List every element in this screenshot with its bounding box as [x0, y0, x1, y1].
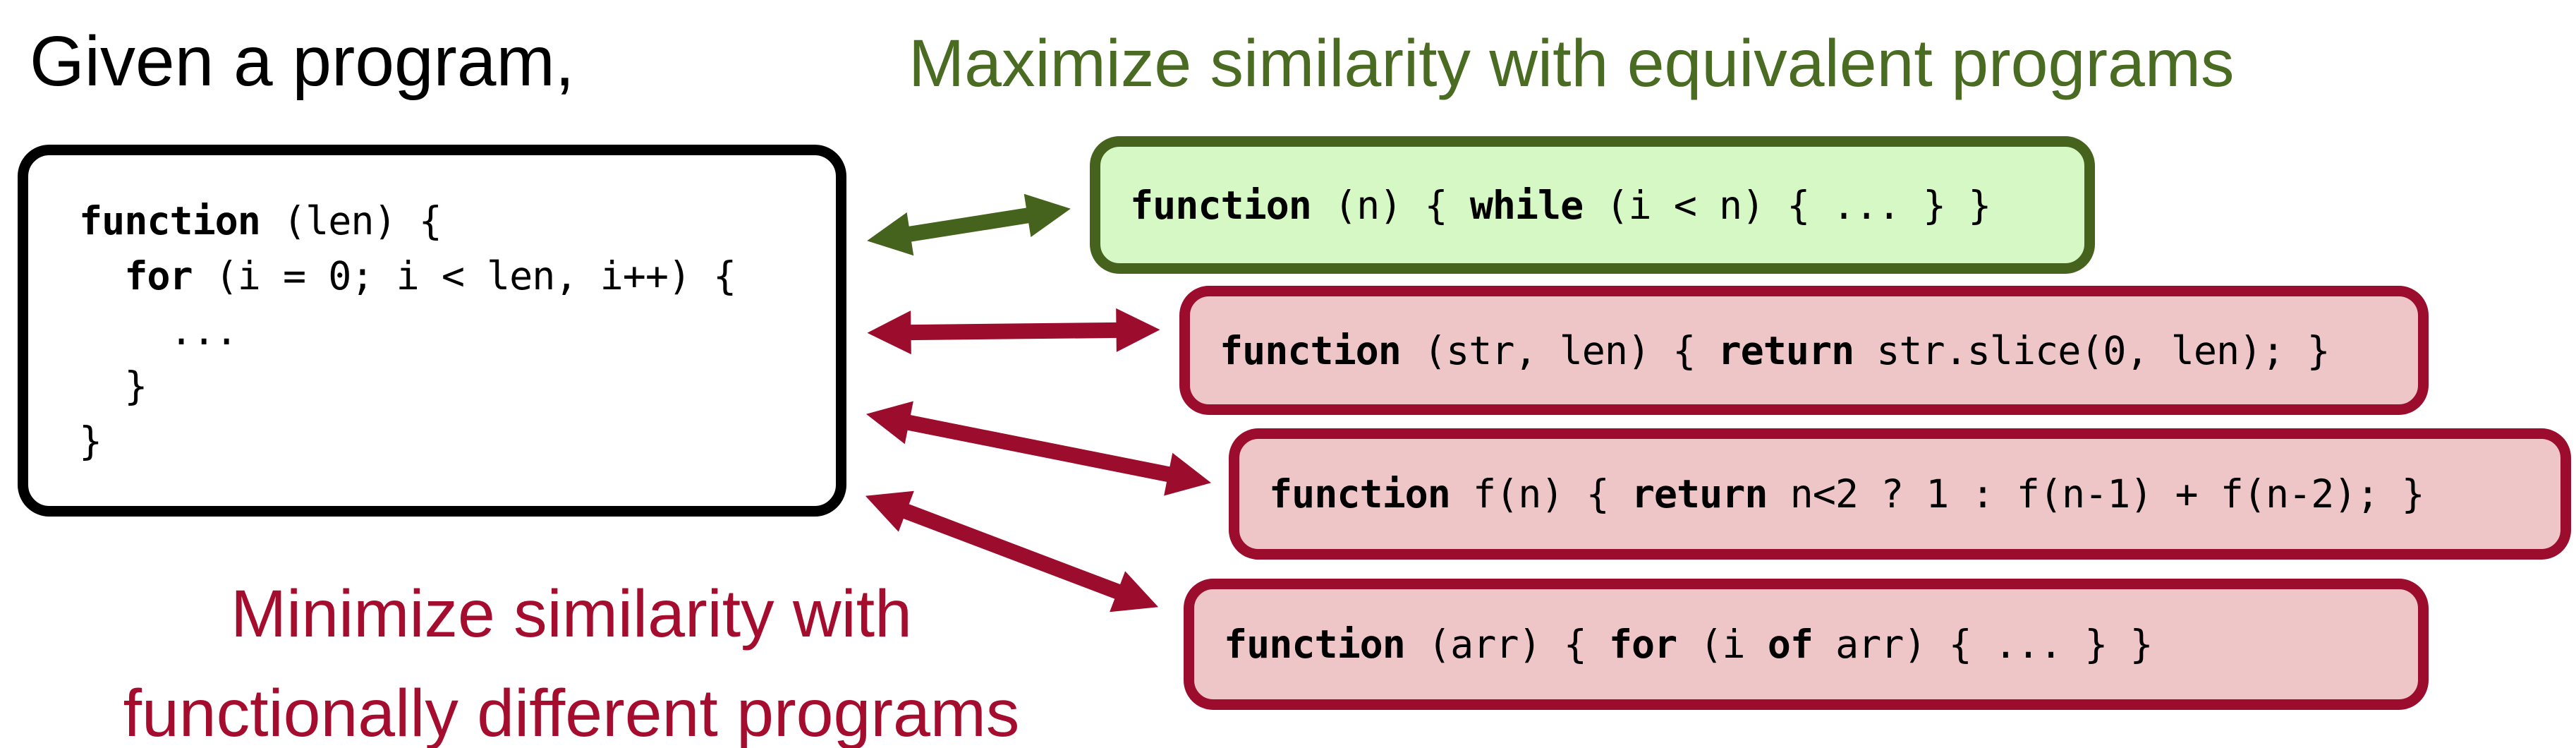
code-keyword: while [1469, 182, 1584, 228]
equivalent-program-code: function (n) { while (i < n) { ... } } [1130, 183, 1991, 228]
code-text: } [79, 363, 147, 409]
code-line: ... [79, 303, 836, 358]
code-keyword: for [124, 253, 193, 298]
similarity-arrow-negative-2 [867, 308, 1160, 355]
code-text: (arr) { [1404, 622, 1609, 667]
code-text: (str, len) { [1400, 327, 1718, 373]
code-text: (i = 0; i < len, i++) { [192, 253, 737, 298]
different-program-1-code: function (str, len) { return str.slice(0… [1220, 327, 2331, 373]
given-program-heading: Given a program, [30, 22, 575, 101]
minimize-similarity-line2: functionally different programs [123, 676, 1020, 748]
code-text [79, 253, 124, 298]
code-line: for (i = 0; i < len, i++) { [79, 248, 836, 303]
code-text: (i [1677, 622, 1768, 667]
different-program-2-box: function f(n) { return n<2 ? 1 : f(n-1) … [1229, 428, 2571, 560]
code-keyword: for [1608, 622, 1677, 667]
code-text: str.slice(0, len); } [1854, 327, 2330, 373]
code-text: arr) { ... } } [1812, 622, 2153, 667]
similarity-arrow-positive-1 [867, 193, 1071, 256]
code-line: function (len) { [79, 193, 836, 248]
code-text: ... [79, 308, 238, 354]
code-text: (i < n) { ... } } [1583, 182, 1991, 228]
code-text: n<2 ? 1 : f(n-1) + f(n-2); } [1767, 471, 2425, 517]
code-keyword: function [1130, 182, 1312, 228]
code-keyword: return [1631, 471, 1768, 517]
different-program-2-code: function f(n) { return n<2 ? 1 : f(n-1) … [1269, 471, 2425, 517]
code-line: } [79, 414, 836, 469]
code-line: } [79, 358, 836, 414]
minimize-similarity-line1: Minimize similarity with [231, 577, 912, 651]
code-keyword: function [1224, 622, 1406, 667]
code-keyword: function [1220, 327, 1402, 373]
maximize-similarity-heading: Maximize similarity with equivalent prog… [909, 26, 2235, 101]
different-program-3-code: function (arr) { for (i of arr) { ... } … [1224, 622, 2153, 667]
different-program-3-box: function (arr) { for (i of arr) { ... } … [1184, 579, 2429, 710]
similarity-arrow-negative-4 [865, 490, 1159, 613]
code-keyword: function [1269, 471, 1451, 517]
code-text: (n) { [1311, 182, 1470, 228]
code-keyword: return [1718, 327, 1855, 373]
minimize-similarity-heading: Minimize similarity with functionally di… [42, 565, 1100, 748]
code-keyword: function [79, 198, 261, 243]
code-text: } [79, 418, 102, 464]
code-keyword: of [1767, 622, 1813, 667]
source-program-box: function (len) { for (i = 0; i < len, i+… [18, 145, 846, 517]
different-program-1-box: function (str, len) { return str.slice(0… [1179, 286, 2429, 415]
code-text: f(n) { [1450, 471, 1632, 517]
similarity-arrow-negative-3 [866, 401, 1211, 496]
equivalent-program-box: function (n) { while (i < n) { ... } } [1090, 136, 2095, 274]
source-program-code: function (len) { for (i = 0; i < len, i+… [79, 193, 836, 469]
code-text: (len) { [260, 198, 442, 243]
